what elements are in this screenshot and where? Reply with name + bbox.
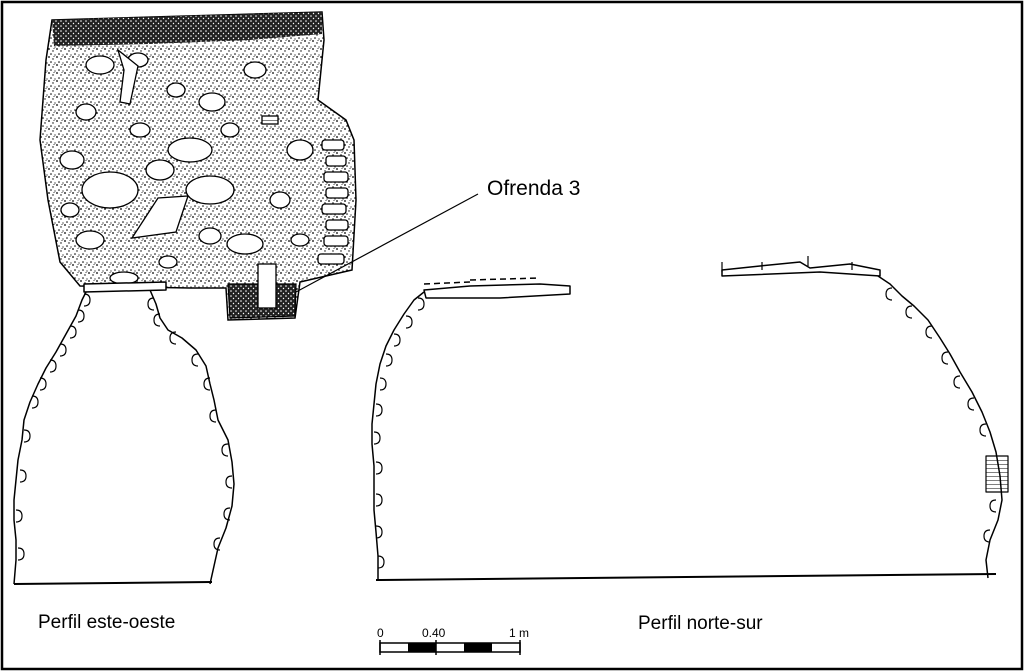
chamber-east-west [13, 281, 235, 585]
fill-mass [39, 11, 357, 321]
scale-tick-040: 0.40 [422, 626, 446, 640]
scale-bar [379, 640, 521, 655]
chamber-north-south [371, 256, 1009, 581]
scale-tick-0: 0 [377, 626, 384, 640]
profile-east-west-label: Perfil este-oeste [38, 612, 176, 633]
offering-leader-line [295, 193, 479, 293]
offering-object [257, 263, 277, 309]
profile-north-south-label: Perfil norte-sur [638, 613, 763, 634]
scale-tick-1m: 1 m [509, 626, 530, 640]
offering-label: Ofrenda 3 [487, 177, 581, 200]
